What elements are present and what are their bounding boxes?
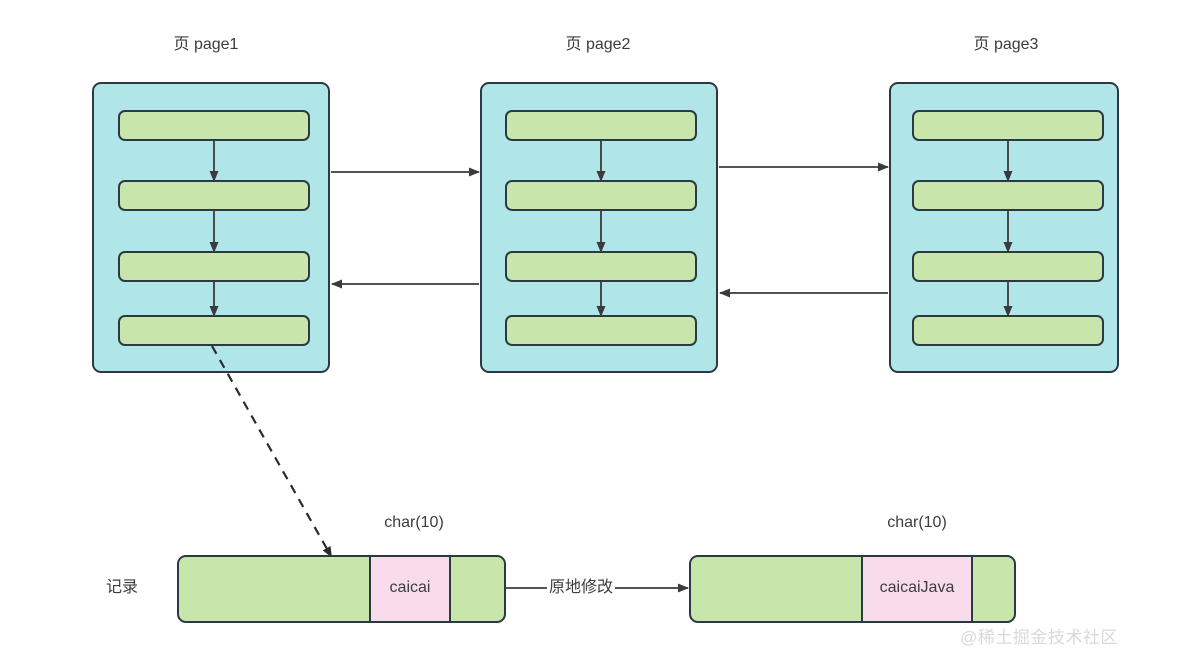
record-char-value-after: caicaiJava xyxy=(879,579,955,596)
page-row-page3-4 xyxy=(912,315,1104,346)
page-container-page2 xyxy=(480,82,718,373)
page-row-page1-4 xyxy=(118,315,310,346)
record-shapes-group xyxy=(177,555,1016,623)
page-row-page2-4 xyxy=(505,315,697,346)
record-char-value-before: caicai xyxy=(389,579,431,596)
record-segment-record-after-suffix xyxy=(971,555,1016,623)
char-length-label-before: char(10) xyxy=(384,514,444,531)
page-row-page3-2 xyxy=(912,180,1104,211)
page-row-page1-3 xyxy=(118,251,310,282)
page-row-page1-1 xyxy=(118,110,310,141)
record-row-label: 记录 xyxy=(105,579,138,596)
page-title-page2: 页 page2 xyxy=(565,36,631,53)
page-link-arrows-group xyxy=(331,162,889,298)
record-segment-record-after-prefix xyxy=(689,555,863,623)
page-row-page2-3 xyxy=(505,251,697,282)
page-title-page1: 页 page1 xyxy=(173,36,239,53)
page-boxes-group xyxy=(92,82,1119,373)
page-container-page3 xyxy=(889,82,1119,373)
watermark-text: @稀土掘金技术社区 xyxy=(960,628,1118,647)
page-row-page1-2 xyxy=(118,180,310,211)
dashed-arrow-group xyxy=(211,345,332,558)
page-row-page3-1 xyxy=(912,110,1104,141)
char-length-label-after: char(10) xyxy=(887,514,947,531)
page-row-page2-1 xyxy=(505,110,697,141)
page-container-page1 xyxy=(92,82,330,373)
dashed-pointer-page1-row4-to-record xyxy=(211,345,332,558)
page-title-page3: 页 page3 xyxy=(973,36,1039,53)
row-arrows-group xyxy=(209,140,1013,317)
record-segment-record-before-prefix xyxy=(177,555,371,623)
page-row-page2-2 xyxy=(505,180,697,211)
record-segment-record-before-suffix xyxy=(449,555,506,623)
page-row-page3-3 xyxy=(912,251,1104,282)
in-place-update-label: 原地修改 xyxy=(547,578,616,598)
